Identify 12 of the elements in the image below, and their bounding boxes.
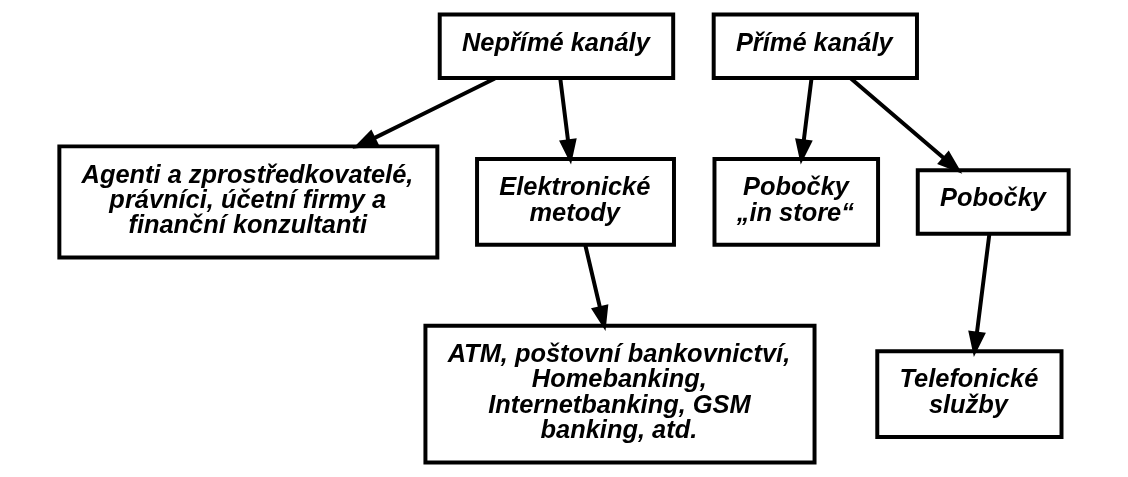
- arrow: [583, 244, 609, 332]
- node-box: Přímé kanály: [711, 12, 919, 81]
- node-box: Agenti a zprostředkovatelé, právníci, účetní firmy a finanční konzultanti: [57, 144, 440, 260]
- node-box: Telefonické služby: [875, 349, 1064, 439]
- node-box: Pobočky: [915, 168, 1071, 236]
- node-box: Pobočky „in store“: [712, 157, 881, 247]
- arrow: [968, 233, 992, 357]
- node-box: ATM, poštovní bankovnictví, Homebanking, Internetbanking, GSM banking, atd.: [423, 323, 817, 465]
- arrow: [795, 78, 814, 165]
- node-box: Elektronické metody: [475, 157, 676, 247]
- arrow: [558, 78, 577, 165]
- node-box: Nepřímé kanály: [437, 12, 676, 81]
